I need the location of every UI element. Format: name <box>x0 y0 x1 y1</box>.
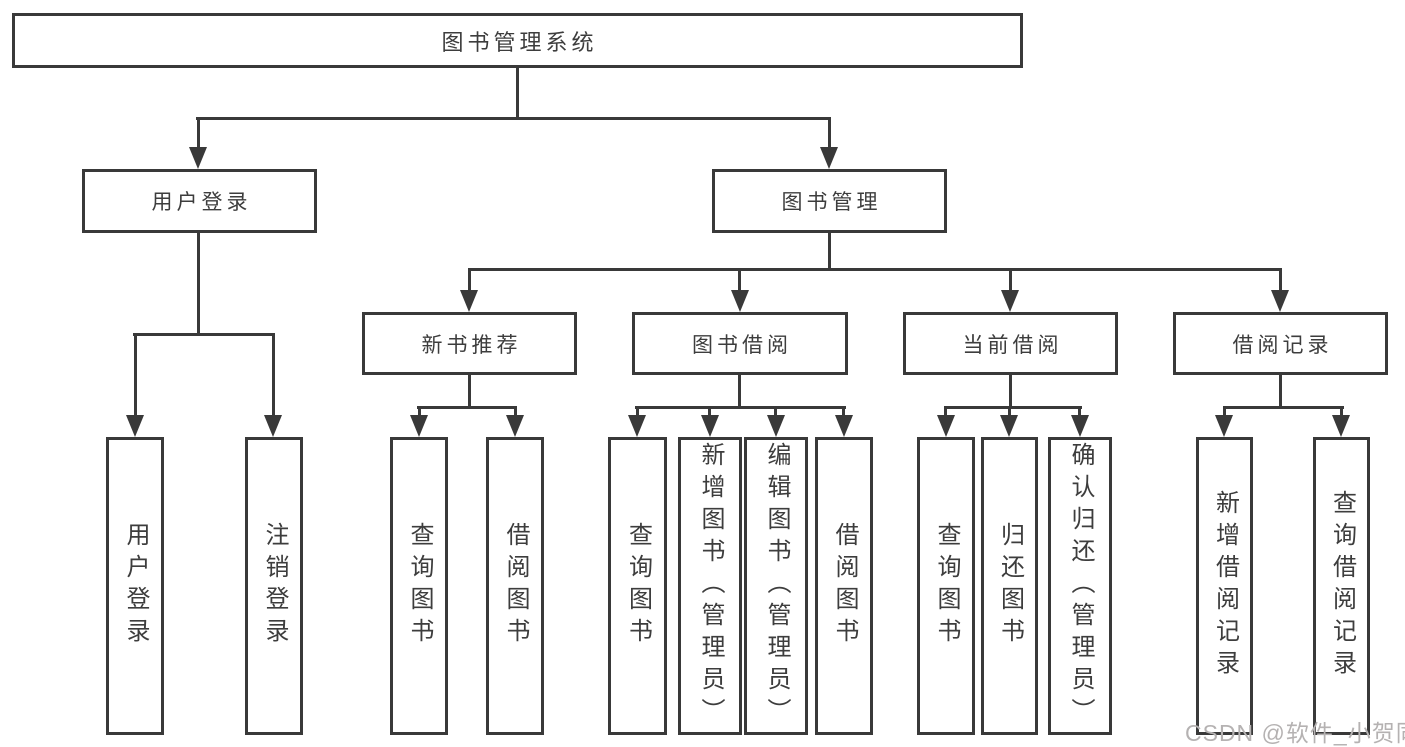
arrow-down-icon <box>767 415 785 437</box>
connector-root-stub-line <box>516 68 519 120</box>
connector-leaf-line <box>1279 268 1282 294</box>
connector-leaf-line <box>272 333 275 417</box>
leaf-confirm-return-admin: 确认归还（管理员） <box>1048 437 1112 735</box>
connector-level2-line <box>196 117 831 120</box>
connector-leaf-line <box>514 406 517 417</box>
arrow-down-icon <box>1000 415 1018 437</box>
leaf-query-borrow-record: 查询借阅记录 <box>1313 437 1370 735</box>
node-book-borrow: 图书借阅 <box>632 312 848 375</box>
connector-leaf-line <box>636 406 639 417</box>
arrow-down-icon <box>506 415 524 437</box>
leaf-return-books: 归还图书 <box>981 437 1038 735</box>
arrow-down-icon <box>1332 415 1350 437</box>
arrow-down-icon <box>628 415 646 437</box>
arrow-down-icon <box>731 290 749 312</box>
connector-leaf-line <box>774 406 777 417</box>
connector-user-login-stub-line <box>197 233 200 336</box>
connector-leaf-line <box>1008 406 1011 417</box>
leaf-add-books-admin: 新增图书（管理员） <box>678 437 742 735</box>
node-borrow-records: 借阅记录 <box>1173 312 1388 375</box>
connector-leaf-line <box>134 333 137 417</box>
arrow-down-icon <box>410 415 428 437</box>
connector-leaf-line <box>1078 406 1081 417</box>
leaf-edit-books-admin: 编辑图书（管理员） <box>744 437 808 735</box>
connector-group-line <box>417 406 517 409</box>
node-current-borrow: 当前借阅 <box>903 312 1118 375</box>
leaf-query-books-1: 查询图书 <box>390 437 448 735</box>
arrow-down-icon <box>820 147 838 169</box>
leaf-add-borrow-record: 新增借阅记录 <box>1196 437 1253 735</box>
connector-group-stub-line <box>738 375 741 409</box>
arrow-down-icon <box>1271 290 1289 312</box>
connector-leaf-line <box>1223 406 1226 417</box>
arrow-down-icon <box>701 415 719 437</box>
connector-leaf-line <box>418 406 421 417</box>
connector-leaf-line <box>468 268 471 294</box>
connector-user-login-children-line <box>133 333 275 336</box>
connector-group-stub-line <box>468 375 471 409</box>
arrow-down-icon <box>1001 290 1019 312</box>
arrow-down-icon <box>264 415 282 437</box>
connector-leaf-line <box>1340 406 1343 417</box>
leaf-query-books-2: 查询图书 <box>608 437 667 735</box>
arrow-down-icon <box>460 290 478 312</box>
node-new-book-recommend: 新书推荐 <box>362 312 577 375</box>
connector-group-line <box>1223 406 1344 409</box>
connector-group-line <box>635 406 846 409</box>
arrow-down-icon <box>1215 415 1233 437</box>
arrow-down-icon <box>189 147 207 169</box>
connector-group-stub-line <box>1279 375 1282 409</box>
connector-book-mgmt-stub-line <box>828 233 831 271</box>
connector-leaf-line <box>944 406 947 417</box>
connector-leaf-line <box>708 406 711 417</box>
arrow-down-icon <box>937 415 955 437</box>
leaf-logout: 注销登录 <box>245 437 303 735</box>
leaf-query-books-3: 查询图书 <box>917 437 975 735</box>
arrow-down-icon <box>835 415 853 437</box>
leaf-borrow-books-2: 借阅图书 <box>815 437 873 735</box>
connector-level3-line <box>468 268 1282 271</box>
node-user-login: 用户登录 <box>82 169 317 233</box>
connector-group-stub-line <box>1009 375 1012 409</box>
leaf-user-login: 用户登录 <box>106 437 164 735</box>
connector-user-login-line <box>197 117 200 148</box>
watermark: CSDN @软件_小贺同学 <box>1185 720 1405 746</box>
arrow-down-icon <box>126 415 144 437</box>
connector-leaf-line <box>1009 268 1012 294</box>
connector-group-line <box>944 406 1082 409</box>
connector-book-mgmt-line <box>828 117 831 148</box>
connector-leaf-line <box>842 406 845 417</box>
connector-leaf-line <box>738 268 741 294</box>
arrow-down-icon <box>1071 415 1089 437</box>
node-book-management: 图书管理 <box>712 169 947 233</box>
node-root: 图书管理系统 <box>12 13 1023 68</box>
leaf-borrow-books-1: 借阅图书 <box>486 437 544 735</box>
